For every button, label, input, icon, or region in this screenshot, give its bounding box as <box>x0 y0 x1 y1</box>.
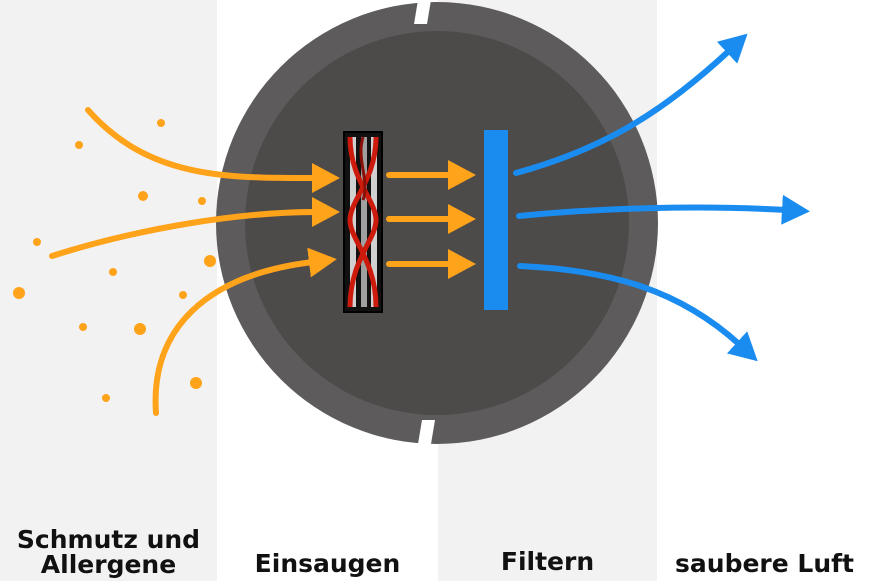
clean-air-arrow <box>516 194 810 225</box>
clean-air-arrows <box>513 33 810 362</box>
dirt-particle <box>109 268 117 276</box>
dirt-particle <box>13 287 25 299</box>
dirty-air-arrows <box>49 107 340 416</box>
dirt-particle <box>157 119 165 127</box>
dirt-particle <box>102 394 110 402</box>
clean-air-arrow <box>513 33 748 176</box>
dirt-particle <box>138 191 148 201</box>
dirt-particles <box>13 119 216 402</box>
dirt-particle <box>79 323 87 331</box>
intake-coil <box>347 136 379 308</box>
stage-band-dirt <box>0 0 217 581</box>
dirt-particle <box>134 323 146 335</box>
dirt-particle <box>198 197 206 205</box>
dirt-particle <box>179 291 187 299</box>
intake-coil <box>347 136 379 308</box>
intake-coil <box>359 136 367 201</box>
stage-label-filter: Filtern <box>500 547 595 576</box>
stage-label-suction: Einsaugen <box>254 549 401 578</box>
filter-plate <box>484 130 508 310</box>
stage-band-clean <box>657 0 872 581</box>
dirt-particle <box>33 238 41 246</box>
dirty-air-arrow <box>49 197 340 259</box>
dirt-particle <box>190 377 202 389</box>
device-body <box>245 31 629 415</box>
purifier-device <box>216 0 658 444</box>
dirt-particle <box>204 255 216 267</box>
clean-air-arrow <box>517 263 758 362</box>
device-gap-top <box>414 0 431 24</box>
dirty-air-arrow <box>152 247 337 416</box>
stage-label-dirt: Schmutz und Allergene <box>16 525 201 579</box>
internal-air-arrows <box>386 160 476 279</box>
stage-label-clean: saubere Luft <box>675 549 854 578</box>
device-gap-bottom <box>418 420 435 444</box>
dirt-particle <box>75 141 83 149</box>
dirty-air-arrow <box>85 107 340 194</box>
intake-unit <box>343 131 383 313</box>
